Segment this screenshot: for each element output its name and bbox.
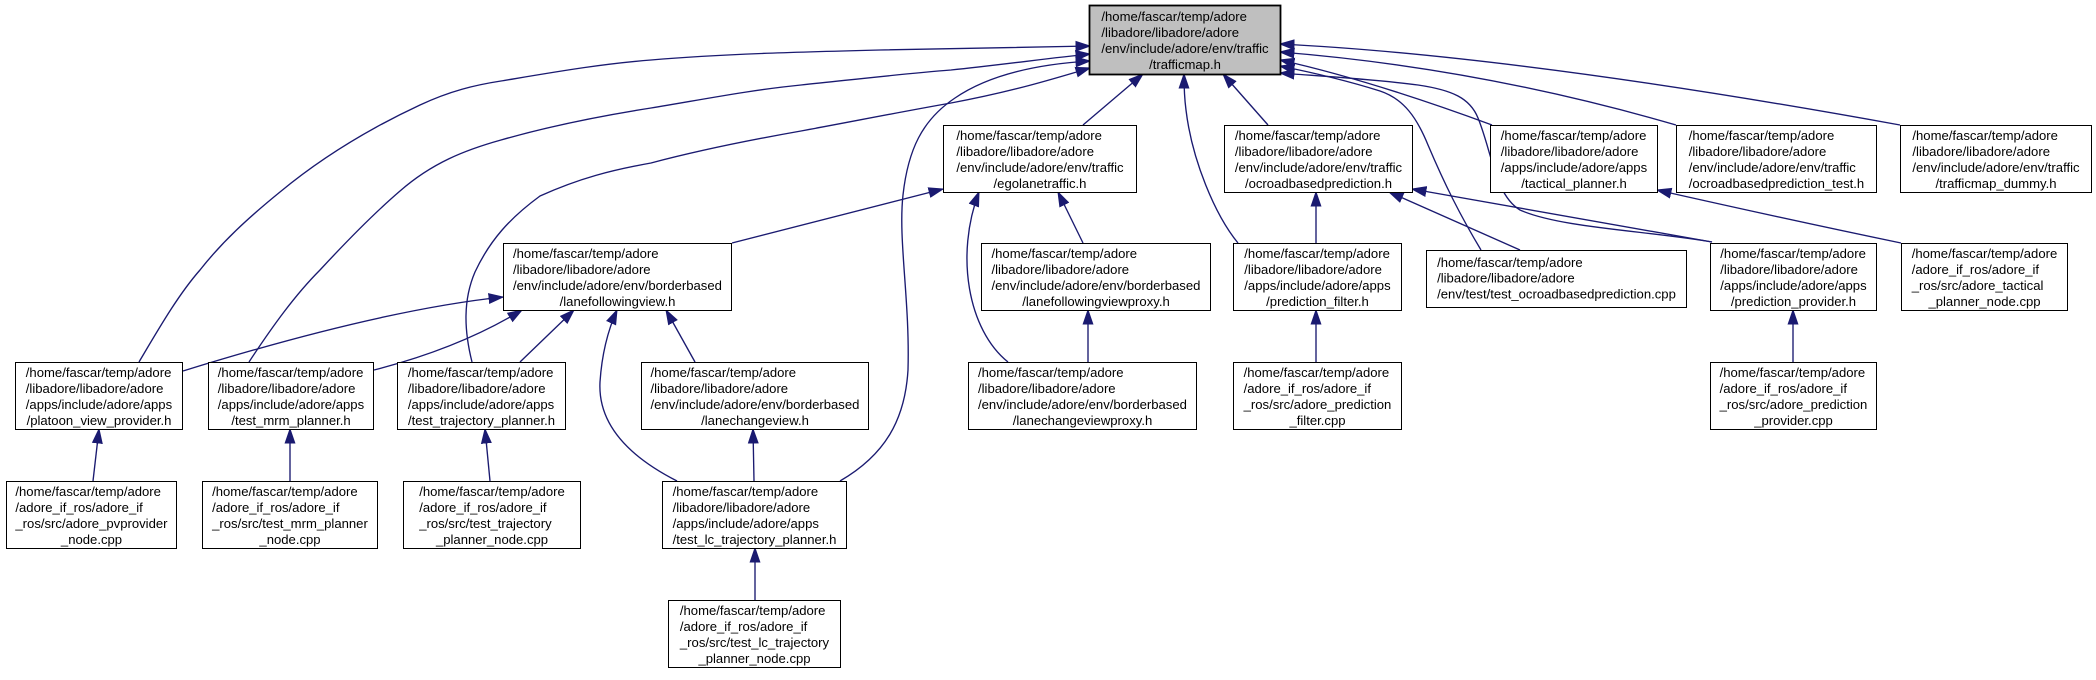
svg-text:/ocroadbasedprediction_test.h: /ocroadbasedprediction_test.h	[1689, 176, 1864, 191]
svg-text:/apps/include/adore/apps: /apps/include/adore/apps	[1720, 278, 1867, 293]
svg-text:/home/fascar/temp/adore: /home/fascar/temp/adore	[1101, 9, 1247, 24]
svg-text:/libadore/libadore/adore: /libadore/libadore/adore	[1101, 25, 1239, 40]
svg-text:/home/fascar/temp/adore: /home/fascar/temp/adore	[651, 365, 797, 380]
svg-text:_planner_node.cpp: _planner_node.cpp	[435, 532, 548, 547]
svg-text:/apps/include/adore/apps: /apps/include/adore/apps	[673, 516, 820, 531]
svg-text:/home/fascar/temp/adore: /home/fascar/temp/adore	[680, 603, 826, 618]
svg-text:/env/include/adore/env/borderb: /env/include/adore/env/borderbased	[992, 278, 1201, 293]
svg-text:/home/fascar/temp/adore: /home/fascar/temp/adore	[1437, 255, 1583, 270]
svg-text:/env/include/adore/env/traffic: /env/include/adore/env/traffic	[1912, 160, 2080, 175]
svg-text:/home/fascar/temp/adore: /home/fascar/temp/adore	[1912, 128, 2058, 143]
svg-text:/ocroadbasedprediction.h: /ocroadbasedprediction.h	[1245, 176, 1392, 191]
svg-text:_ros/src/test_trajectory: _ros/src/test_trajectory	[418, 516, 552, 531]
svg-text:/libadore/libadore/adore: /libadore/libadore/adore	[218, 381, 356, 396]
svg-text:_planner_node.cpp: _planner_node.cpp	[697, 651, 810, 666]
svg-text:/lanechangeview.h: /lanechangeview.h	[701, 413, 809, 428]
svg-text:/apps/include/adore/apps: /apps/include/adore/apps	[26, 397, 173, 412]
svg-text:/lanechangeviewproxy.h: /lanechangeviewproxy.h	[1013, 413, 1153, 428]
svg-text:/adore_if_ros/adore_if: /adore_if_ros/adore_if	[419, 500, 547, 515]
svg-text:/lanefollowingview.h: /lanefollowingview.h	[560, 294, 676, 309]
svg-text:_ros/src/adore_pvprovider: _ros/src/adore_pvprovider	[14, 516, 168, 531]
svg-text:/adore_if_ros/adore_if: /adore_if_ros/adore_if	[1244, 381, 1372, 396]
svg-text:/adore_if_ros/adore_if: /adore_if_ros/adore_if	[15, 500, 143, 515]
svg-text:/libadore/libadore/adore: /libadore/libadore/adore	[651, 381, 789, 396]
svg-text:/prediction_filter.h: /prediction_filter.h	[1266, 294, 1369, 309]
svg-text:/env/test/test_ocroadbasedpred: /env/test/test_ocroadbasedprediction.cpp	[1437, 286, 1676, 301]
svg-text:/libadore/libadore/adore: /libadore/libadore/adore	[1235, 144, 1373, 159]
svg-text:_ros/src/adore_prediction: _ros/src/adore_prediction	[1243, 397, 1392, 412]
svg-text:/home/fascar/temp/adore: /home/fascar/temp/adore	[513, 246, 659, 261]
svg-text:/tactical_planner.h: /tactical_planner.h	[1521, 176, 1627, 191]
svg-text:/libadore/libadore/adore: /libadore/libadore/adore	[513, 262, 651, 277]
svg-text:_provider.cpp: _provider.cpp	[1753, 413, 1833, 428]
svg-text:/egolanetraffic.h: /egolanetraffic.h	[994, 176, 1087, 191]
svg-text:/home/fascar/temp/adore: /home/fascar/temp/adore	[26, 365, 172, 380]
svg-text:/home/fascar/temp/adore: /home/fascar/temp/adore	[956, 128, 1102, 143]
svg-text:_ros/src/adore_tactical: _ros/src/adore_tactical	[1911, 278, 2044, 293]
svg-text:_ros/src/test_mrm_planner: _ros/src/test_mrm_planner	[211, 516, 368, 531]
svg-text:_node.cpp: _node.cpp	[258, 532, 320, 547]
svg-text:/libadore/libadore/adore: /libadore/libadore/adore	[26, 381, 164, 396]
svg-text:/trafficmap.h: /trafficmap.h	[1149, 57, 1221, 72]
svg-text:_node.cpp: _node.cpp	[60, 532, 122, 547]
svg-text:/home/fascar/temp/adore: /home/fascar/temp/adore	[1912, 246, 2058, 261]
svg-text:/home/fascar/temp/adore: /home/fascar/temp/adore	[673, 484, 819, 499]
svg-text:/home/fascar/temp/adore: /home/fascar/temp/adore	[218, 365, 364, 380]
svg-text:/lanefollowingviewproxy.h: /lanefollowingviewproxy.h	[1022, 294, 1170, 309]
svg-text:/env/include/adore/env/borderb: /env/include/adore/env/borderbased	[513, 278, 722, 293]
svg-text:/libadore/libadore/adore: /libadore/libadore/adore	[408, 381, 546, 396]
svg-text:/env/include/adore/env/borderb: /env/include/adore/env/borderbased	[651, 397, 860, 412]
svg-text:/home/fascar/temp/adore: /home/fascar/temp/adore	[15, 484, 161, 499]
svg-text:_ros/src/test_lc_trajectory: _ros/src/test_lc_trajectory	[679, 635, 830, 650]
svg-text:/trafficmap_dummy.h: /trafficmap_dummy.h	[1935, 176, 2056, 191]
svg-text:/apps/include/adore/apps: /apps/include/adore/apps	[1244, 278, 1391, 293]
svg-text:/test_mrm_planner.h: /test_mrm_planner.h	[231, 413, 350, 428]
svg-text:/home/fascar/temp/adore: /home/fascar/temp/adore	[978, 365, 1124, 380]
svg-text:/home/fascar/temp/adore: /home/fascar/temp/adore	[1720, 365, 1866, 380]
svg-text:/home/fascar/temp/adore: /home/fascar/temp/adore	[1244, 246, 1390, 261]
svg-text:/home/fascar/temp/adore: /home/fascar/temp/adore	[1235, 128, 1381, 143]
svg-text:/libadore/libadore/adore: /libadore/libadore/adore	[673, 500, 811, 515]
svg-text:/home/fascar/temp/adore: /home/fascar/temp/adore	[1689, 128, 1835, 143]
svg-text:/env/include/adore/env/traffic: /env/include/adore/env/traffic	[1235, 160, 1403, 175]
svg-text:/test_trajectory_planner.h: /test_trajectory_planner.h	[408, 413, 555, 428]
svg-text:/home/fascar/temp/adore: /home/fascar/temp/adore	[1501, 128, 1647, 143]
svg-text:/prediction_provider.h: /prediction_provider.h	[1731, 294, 1856, 309]
svg-text:/adore_if_ros/adore_if: /adore_if_ros/adore_if	[1912, 262, 2040, 277]
svg-text:_planner_node.cpp: _planner_node.cpp	[1927, 294, 2040, 309]
svg-text:/libadore/libadore/adore: /libadore/libadore/adore	[992, 262, 1130, 277]
svg-text:/libadore/libadore/adore: /libadore/libadore/adore	[1912, 144, 2050, 159]
svg-text:/env/include/adore/env/borderb: /env/include/adore/env/borderbased	[978, 397, 1187, 412]
svg-text:/adore_if_ros/adore_if: /adore_if_ros/adore_if	[1720, 381, 1848, 396]
svg-text:/home/fascar/temp/adore: /home/fascar/temp/adore	[408, 365, 554, 380]
svg-text:/home/fascar/temp/adore: /home/fascar/temp/adore	[1720, 246, 1866, 261]
svg-text:/libadore/libadore/adore: /libadore/libadore/adore	[956, 144, 1094, 159]
svg-text:/platoon_view_provider.h: /platoon_view_provider.h	[27, 413, 172, 428]
svg-text:/libadore/libadore/adore: /libadore/libadore/adore	[1689, 144, 1827, 159]
svg-text:_ros/src/adore_prediction: _ros/src/adore_prediction	[1719, 397, 1868, 412]
svg-text:/apps/include/adore/apps: /apps/include/adore/apps	[1501, 160, 1648, 175]
svg-text:/home/fascar/temp/adore: /home/fascar/temp/adore	[992, 246, 1138, 261]
svg-text:/libadore/libadore/adore: /libadore/libadore/adore	[1501, 144, 1639, 159]
svg-text:/test_lc_trajectory_planner.h: /test_lc_trajectory_planner.h	[673, 532, 837, 547]
svg-text:/adore_if_ros/adore_if: /adore_if_ros/adore_if	[680, 619, 808, 634]
svg-text:/libadore/libadore/adore: /libadore/libadore/adore	[978, 381, 1116, 396]
svg-text:/env/include/adore/env/traffic: /env/include/adore/env/traffic	[1101, 41, 1269, 56]
svg-text:/home/fascar/temp/adore: /home/fascar/temp/adore	[212, 484, 358, 499]
svg-text:/adore_if_ros/adore_if: /adore_if_ros/adore_if	[212, 500, 340, 515]
svg-text:/env/include/adore/env/traffic: /env/include/adore/env/traffic	[956, 160, 1124, 175]
svg-text:_filter.cpp: _filter.cpp	[1288, 413, 1345, 428]
svg-text:/apps/include/adore/apps: /apps/include/adore/apps	[218, 397, 365, 412]
svg-text:/libadore/libadore/adore: /libadore/libadore/adore	[1437, 271, 1575, 286]
svg-text:/home/fascar/temp/adore: /home/fascar/temp/adore	[419, 484, 565, 499]
svg-text:/libadore/libadore/adore: /libadore/libadore/adore	[1720, 262, 1858, 277]
svg-text:/libadore/libadore/adore: /libadore/libadore/adore	[1244, 262, 1382, 277]
svg-text:/apps/include/adore/apps: /apps/include/adore/apps	[408, 397, 555, 412]
svg-text:/env/include/adore/env/traffic: /env/include/adore/env/traffic	[1689, 160, 1857, 175]
svg-text:/home/fascar/temp/adore: /home/fascar/temp/adore	[1244, 365, 1390, 380]
